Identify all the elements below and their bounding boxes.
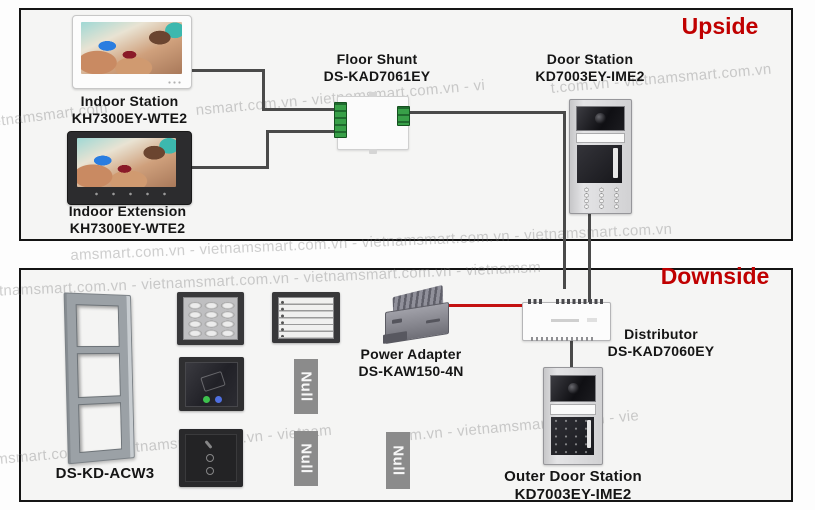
outer-door-station-model: KD7003EY-IME2 — [514, 486, 632, 503]
card-reader-glass — [185, 362, 238, 407]
indoor-extension-screen — [77, 138, 176, 187]
wire-indoor-extension-v — [266, 130, 269, 169]
mounting-frame-front — [63, 292, 135, 465]
power-adapter-label: Power Adapter DS-KAW150-4N — [345, 346, 477, 380]
power-adapter-slot-1 — [392, 318, 402, 324]
wire-power-red — [447, 304, 524, 307]
null-module-3-label: Null — [389, 445, 407, 476]
keypad-module — [177, 292, 244, 345]
indoor-station-name: Indoor Station — [80, 93, 179, 109]
indoor-extension-buttons — [88, 192, 173, 196]
shunt-mount-tab-top — [369, 92, 377, 97]
distributor-indicator — [587, 318, 597, 322]
power-adapter-name: Power Adapter — [360, 346, 462, 362]
mounting-frame-label: DS-KD-ACW3 — [55, 465, 155, 482]
door-station-screen — [577, 145, 622, 183]
indicator-module — [179, 429, 243, 487]
phone-icon — [204, 440, 213, 449]
door-station-nametag — [576, 133, 625, 143]
null-module-2-label: Null — [297, 443, 315, 474]
floor-shunt-device — [334, 92, 410, 154]
mounting-frame-device — [58, 290, 146, 468]
power-adapter-model: DS-KAW150-4N — [358, 362, 464, 379]
distributor-brand-text — [551, 319, 579, 322]
distributor-device — [522, 299, 611, 341]
bell-icon — [206, 454, 214, 462]
null-module-2: Null — [294, 431, 318, 486]
outer-door-station-screen-bar — [587, 420, 591, 448]
distributor-model: DS-KAD7060EY — [607, 342, 715, 359]
shunt-terminal-right — [397, 106, 410, 126]
unlock-icon — [206, 467, 214, 475]
wire-distributor-to-outer-door — [570, 339, 573, 369]
distributor-terminals-top-right — [556, 299, 604, 304]
door-station-keypad — [577, 187, 622, 209]
nametag-module — [272, 292, 340, 343]
card-reader-green-led — [203, 396, 210, 403]
mounting-frame-slot-1 — [75, 304, 120, 348]
wire-indoor-station-h — [189, 69, 265, 72]
keypad-module-panel — [183, 297, 238, 340]
null-module-1-label: Null — [297, 371, 315, 402]
indoor-extension-name: Indoor Extension — [68, 203, 187, 219]
card-swipe-icon — [200, 370, 226, 393]
door-station-label: Door Station KD7003EY-IME2 — [515, 51, 665, 85]
wire-indoor-extension-h — [190, 166, 269, 169]
upside-title: Upside — [681, 13, 759, 39]
power-adapter-device — [383, 284, 453, 345]
distributor-terminals-bottom — [531, 337, 593, 341]
keypad-module-keys — [186, 300, 235, 337]
indoor-extension-device — [67, 131, 192, 205]
wire-indoor-extension-to-shunt — [266, 130, 339, 133]
nametag-module-buttons — [280, 299, 285, 337]
card-reader-blue-led — [215, 396, 222, 403]
shunt-mount-tab-bottom — [369, 149, 377, 154]
wire-shunt-to-distributor — [563, 111, 566, 289]
outer-door-station-name: Outer Door Station — [504, 468, 642, 485]
door-station-screen-bar — [613, 148, 618, 178]
card-reader-module — [179, 357, 244, 411]
door-station-name: Door Station — [546, 51, 634, 67]
outer-door-station-label: Outer Door Station KD7003EY-IME2 — [487, 468, 659, 504]
distributor-terminals-top-left — [528, 299, 544, 304]
outer-door-station-camera — [550, 375, 596, 402]
door-station-lens — [595, 113, 606, 124]
nametag-module-strips — [278, 297, 334, 339]
indoor-station-buttons — [167, 81, 183, 84]
door-station-model: KD7003EY-IME2 — [535, 67, 645, 84]
floor-shunt-model: DS-KAD7061EY — [323, 67, 431, 84]
distributor-name: Distributor — [624, 326, 698, 342]
null-module-3: Null — [386, 432, 410, 489]
wire-indoor-station-v — [262, 69, 265, 111]
outer-door-station-nametag — [550, 404, 596, 415]
door-station-device — [569, 99, 632, 214]
floor-shunt-name: Floor Shunt — [336, 51, 418, 67]
indicator-module-panel — [185, 434, 237, 482]
null-module-1: Null — [294, 359, 318, 414]
indoor-station-label: Indoor Station KH7300EY-WTE2 — [52, 93, 207, 127]
wire-shunt-out-h — [405, 111, 566, 114]
shunt-terminal-left — [334, 102, 347, 138]
indoor-extension-label: Indoor Extension KH7300EY-WTE2 — [50, 203, 205, 237]
outer-door-station-lens — [568, 383, 579, 394]
door-station-camera — [576, 106, 625, 131]
wire-indoor-station-to-shunt — [262, 108, 339, 111]
power-adapter-slot-2 — [426, 318, 440, 324]
floor-shunt-label: Floor Shunt DS-KAD7061EY — [312, 51, 442, 85]
indoor-extension-model: KH7300EY-WTE2 — [69, 219, 186, 236]
wire-doorstation-to-distributor — [588, 212, 591, 304]
distributor-label: Distributor DS-KAD7060EY — [586, 326, 736, 360]
outer-door-station-keypad — [551, 417, 594, 455]
mounting-frame-slot-2 — [76, 352, 121, 399]
indoor-station-model: KH7300EY-WTE2 — [71, 109, 188, 126]
indoor-station-screen — [81, 22, 182, 74]
mounting-frame-slot-3 — [78, 402, 123, 454]
indoor-station-device — [72, 15, 192, 89]
downside-title: Downside — [660, 263, 770, 289]
outer-door-station-device — [543, 367, 603, 465]
